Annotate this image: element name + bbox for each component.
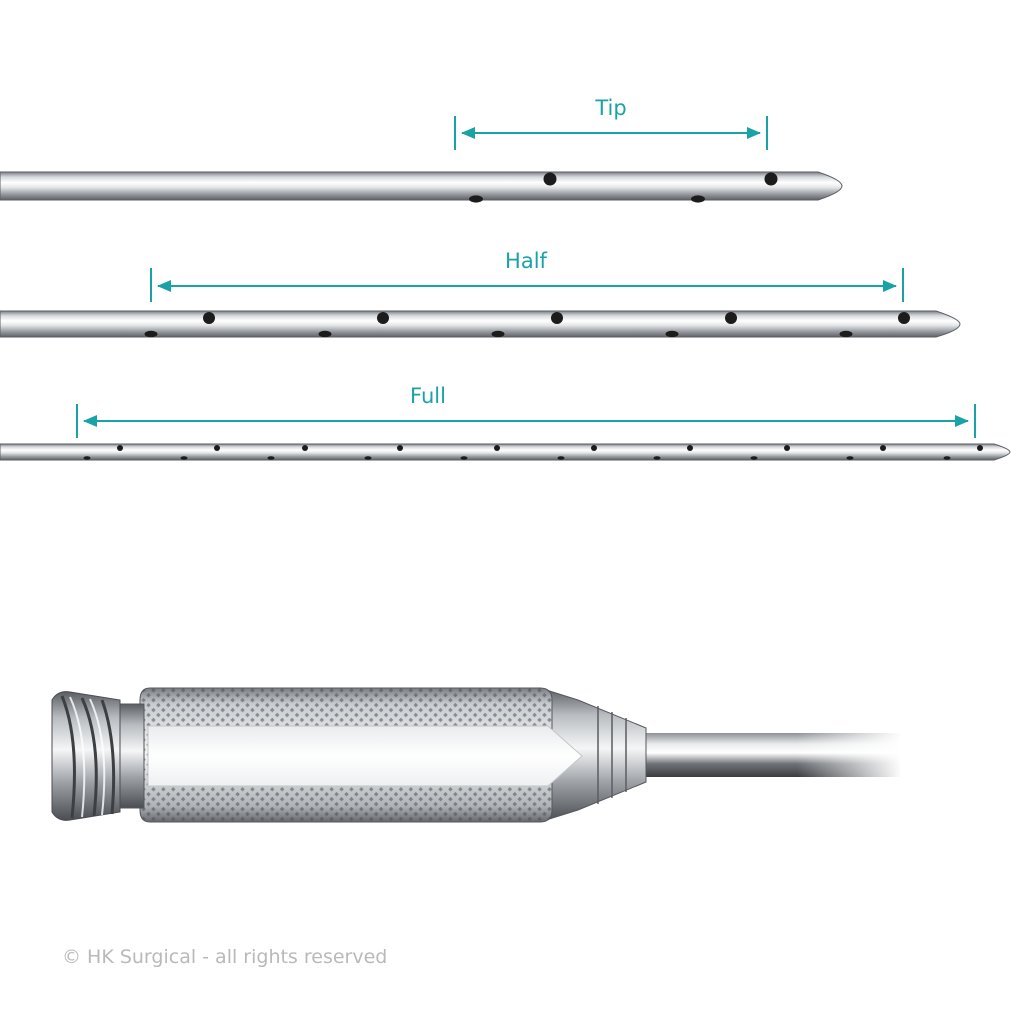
thread-groove (100, 699, 116, 815)
cannula-hole (591, 445, 597, 451)
cannula-hole (880, 445, 886, 451)
cannula-handle (51, 687, 902, 823)
cannula-hole (551, 312, 563, 324)
handle-shaft-fade (640, 728, 902, 782)
cannula-hole (691, 195, 705, 203)
cannula-tip-tube (0, 171, 843, 201)
cannula-hole (494, 445, 500, 451)
cannula-hole (977, 445, 983, 451)
cannula-hole (144, 330, 158, 338)
cannula-hole (784, 445, 790, 451)
cannula-hole (469, 195, 483, 203)
cannula-hole (318, 330, 332, 338)
thread-groove (60, 695, 76, 819)
cannula-hole (180, 456, 188, 460)
cannula-hole (83, 456, 91, 460)
copyright-notice: © HK Surgical - all rights reserved (62, 946, 388, 968)
cannula-half (0, 268, 961, 338)
handle-flat-face (147, 725, 583, 787)
cannula-hole (214, 445, 220, 451)
cannula-hole (491, 330, 505, 338)
cannula-half-tube (0, 310, 961, 338)
cannula-hole (460, 456, 468, 460)
cannula-hole (543, 172, 557, 186)
cannula-hole (364, 456, 372, 460)
handle-neck (115, 703, 145, 809)
cannula-hole (653, 456, 661, 460)
cannula-hole (750, 456, 758, 460)
cannula-tip (0, 116, 843, 203)
cannula-hole (687, 445, 693, 451)
cannula-hole (665, 330, 679, 338)
cannula-hole (377, 312, 389, 324)
half-label: Half (505, 249, 547, 273)
thread-highlight (89, 698, 106, 816)
cannula-hole (764, 172, 778, 186)
cannula-hole (302, 445, 308, 451)
cannula-full-tube (0, 443, 1011, 461)
cannula-hole (846, 456, 854, 460)
cannula-hole (725, 312, 737, 324)
cannula-hole (397, 445, 403, 451)
cannula-hole (267, 456, 275, 460)
cannula-full (0, 404, 1011, 461)
thread-highlight (69, 696, 86, 818)
thread-groove (80, 697, 98, 817)
cannula-hole (117, 445, 123, 451)
cannula-full-holes (83, 445, 983, 460)
cannula-hole (943, 456, 951, 460)
cannula-hole (839, 330, 853, 338)
cannula-hole (203, 312, 215, 324)
full-label: Full (410, 384, 446, 408)
cannula-hole (557, 456, 565, 460)
tip-label: Tip (595, 96, 627, 120)
cannula-hole (898, 312, 910, 324)
